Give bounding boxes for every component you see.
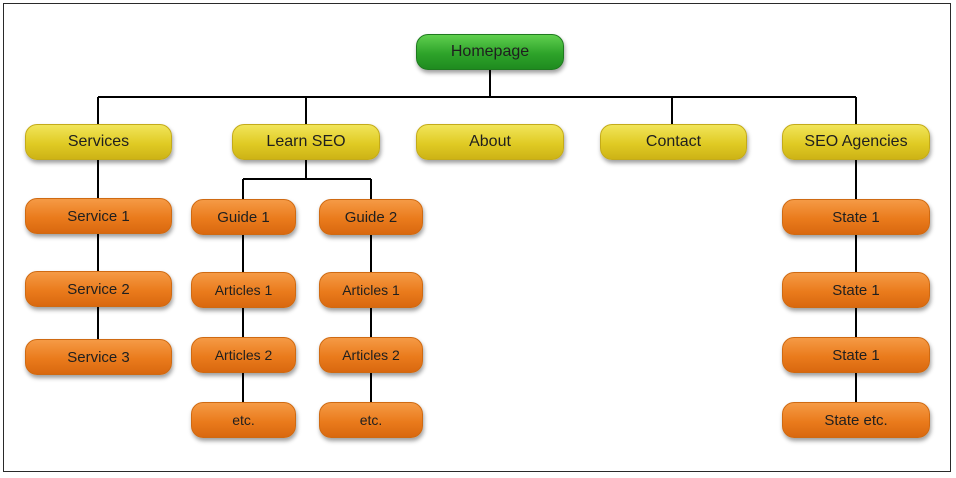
node-services: Services <box>25 124 172 160</box>
node-guide-1: Guide 1 <box>191 199 296 235</box>
node-learn-seo: Learn SEO <box>232 124 380 160</box>
node-guide-2: Guide 2 <box>319 199 423 235</box>
node-about: About <box>416 124 564 160</box>
node-state-1a: State 1 <box>782 199 930 235</box>
node-guide-1-articles-1: Articles 1 <box>191 272 296 308</box>
node-seo-agencies: SEO Agencies <box>782 124 930 160</box>
node-service-3: Service 3 <box>25 339 172 375</box>
node-state-etc: State etc. <box>782 402 930 438</box>
node-state-1b: State 1 <box>782 272 930 308</box>
node-service-2: Service 2 <box>25 271 172 307</box>
node-state-1c: State 1 <box>782 337 930 373</box>
node-guide-1-etc: etc. <box>191 402 296 438</box>
node-guide-2-etc: etc. <box>319 402 423 438</box>
node-homepage: Homepage <box>416 34 564 70</box>
node-guide-2-articles-2: Articles 2 <box>319 337 423 373</box>
diagram-frame <box>3 3 951 472</box>
node-service-1: Service 1 <box>25 198 172 234</box>
node-contact: Contact <box>600 124 747 160</box>
node-guide-1-articles-2: Articles 2 <box>191 337 296 373</box>
node-guide-2-articles-1: Articles 1 <box>319 272 423 308</box>
